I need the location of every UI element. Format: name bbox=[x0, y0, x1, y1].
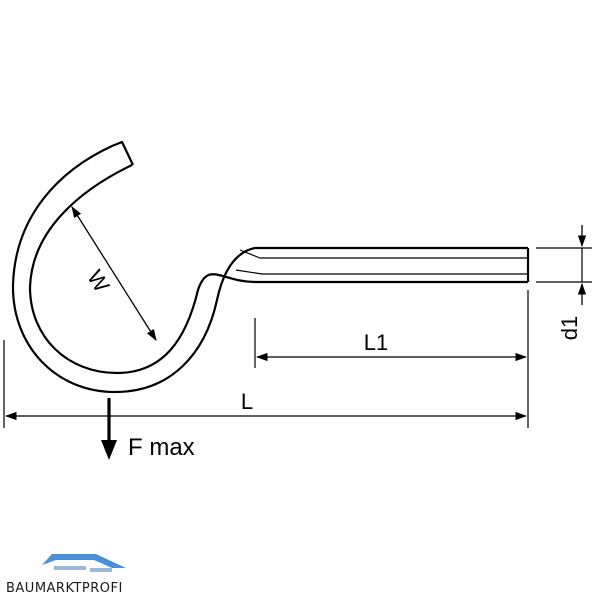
logo-text: BAUMARKTPROFI bbox=[6, 581, 123, 596]
w-label: W bbox=[82, 266, 114, 297]
l-label: L bbox=[241, 389, 253, 414]
dimension-l1: L1 bbox=[254, 290, 529, 368]
l1-label: L1 bbox=[364, 330, 388, 355]
force-arrow-head-icon bbox=[101, 440, 117, 460]
w-dimension-line bbox=[71, 206, 157, 341]
dimension-d1: d1 bbox=[536, 225, 592, 340]
dimension-l: L bbox=[3, 340, 529, 428]
force-indicator: F max bbox=[101, 398, 195, 461]
brand-logo: BAUMARKTPROFI bbox=[6, 554, 126, 596]
d1-label: d1 bbox=[557, 316, 582, 340]
dimension-w: W bbox=[71, 206, 157, 341]
force-label: F max bbox=[128, 434, 195, 461]
roof-logo-icon bbox=[42, 554, 126, 568]
hook-outline bbox=[11, 140, 530, 394]
